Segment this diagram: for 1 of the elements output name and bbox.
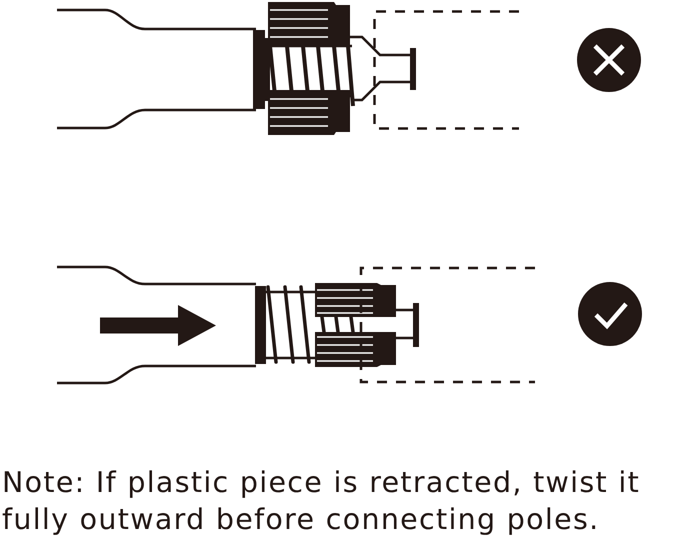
note-text: Note: If plastic piece is retracted, twist it fully outward before connecting poles. <box>2 465 642 538</box>
